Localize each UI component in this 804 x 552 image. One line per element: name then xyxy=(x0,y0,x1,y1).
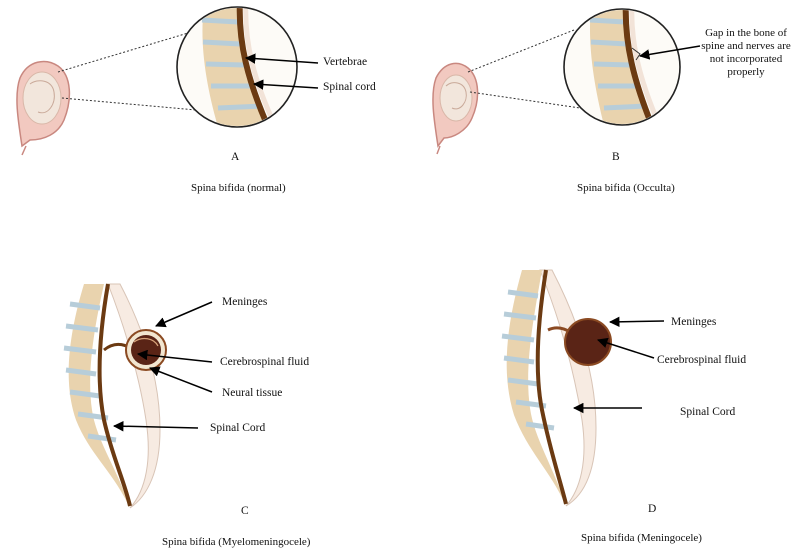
panel-b-zoom-lines xyxy=(468,30,580,108)
label-gap-in-bone: Gap in the bone of spine and nerves are … xyxy=(698,27,794,79)
panel-b-caption: Spina bifida (Occulta) xyxy=(577,182,675,194)
label-csf-c: Cerebrospinal fluid xyxy=(220,355,309,369)
panel-b-letter: B xyxy=(612,151,620,163)
label-spinal-cord-d: Spinal Cord xyxy=(680,405,735,419)
panel-a-spine-closeup xyxy=(177,0,297,140)
panel-a-zoom-lines xyxy=(58,33,196,110)
panel-a-caption: Spina bifida (normal) xyxy=(191,182,286,194)
panel-b-spine-closeup xyxy=(564,0,680,140)
panel-d-letter: D xyxy=(648,503,656,515)
label-csf-d: Cerebrospinal fluid xyxy=(657,353,746,367)
panel-a-fetus-illustration xyxy=(17,62,69,155)
panel-d-caption: Spina bifida (Meningocele) xyxy=(581,532,702,544)
panel-a-letter: A xyxy=(231,151,239,163)
label-neural-tissue: Neural tissue xyxy=(222,386,282,400)
label-meninges-c: Meninges xyxy=(222,295,267,309)
label-spinal-cord-c: Spinal Cord xyxy=(210,421,265,435)
panel-c-letter: C xyxy=(241,505,249,517)
panel-c-caption: Spina bifida (Myelomeningocele) xyxy=(162,536,310,548)
label-meninges-d: Meninges xyxy=(671,315,716,329)
panel-c-sac xyxy=(126,330,166,370)
label-vertebrae: Vertebrae xyxy=(323,55,367,69)
label-spinal-cord: Spinal cord xyxy=(323,80,376,94)
panel-b-fetus-illustration xyxy=(433,63,478,154)
panel-d-back-illustration xyxy=(502,270,596,506)
panel-c-back-illustration xyxy=(64,284,160,508)
